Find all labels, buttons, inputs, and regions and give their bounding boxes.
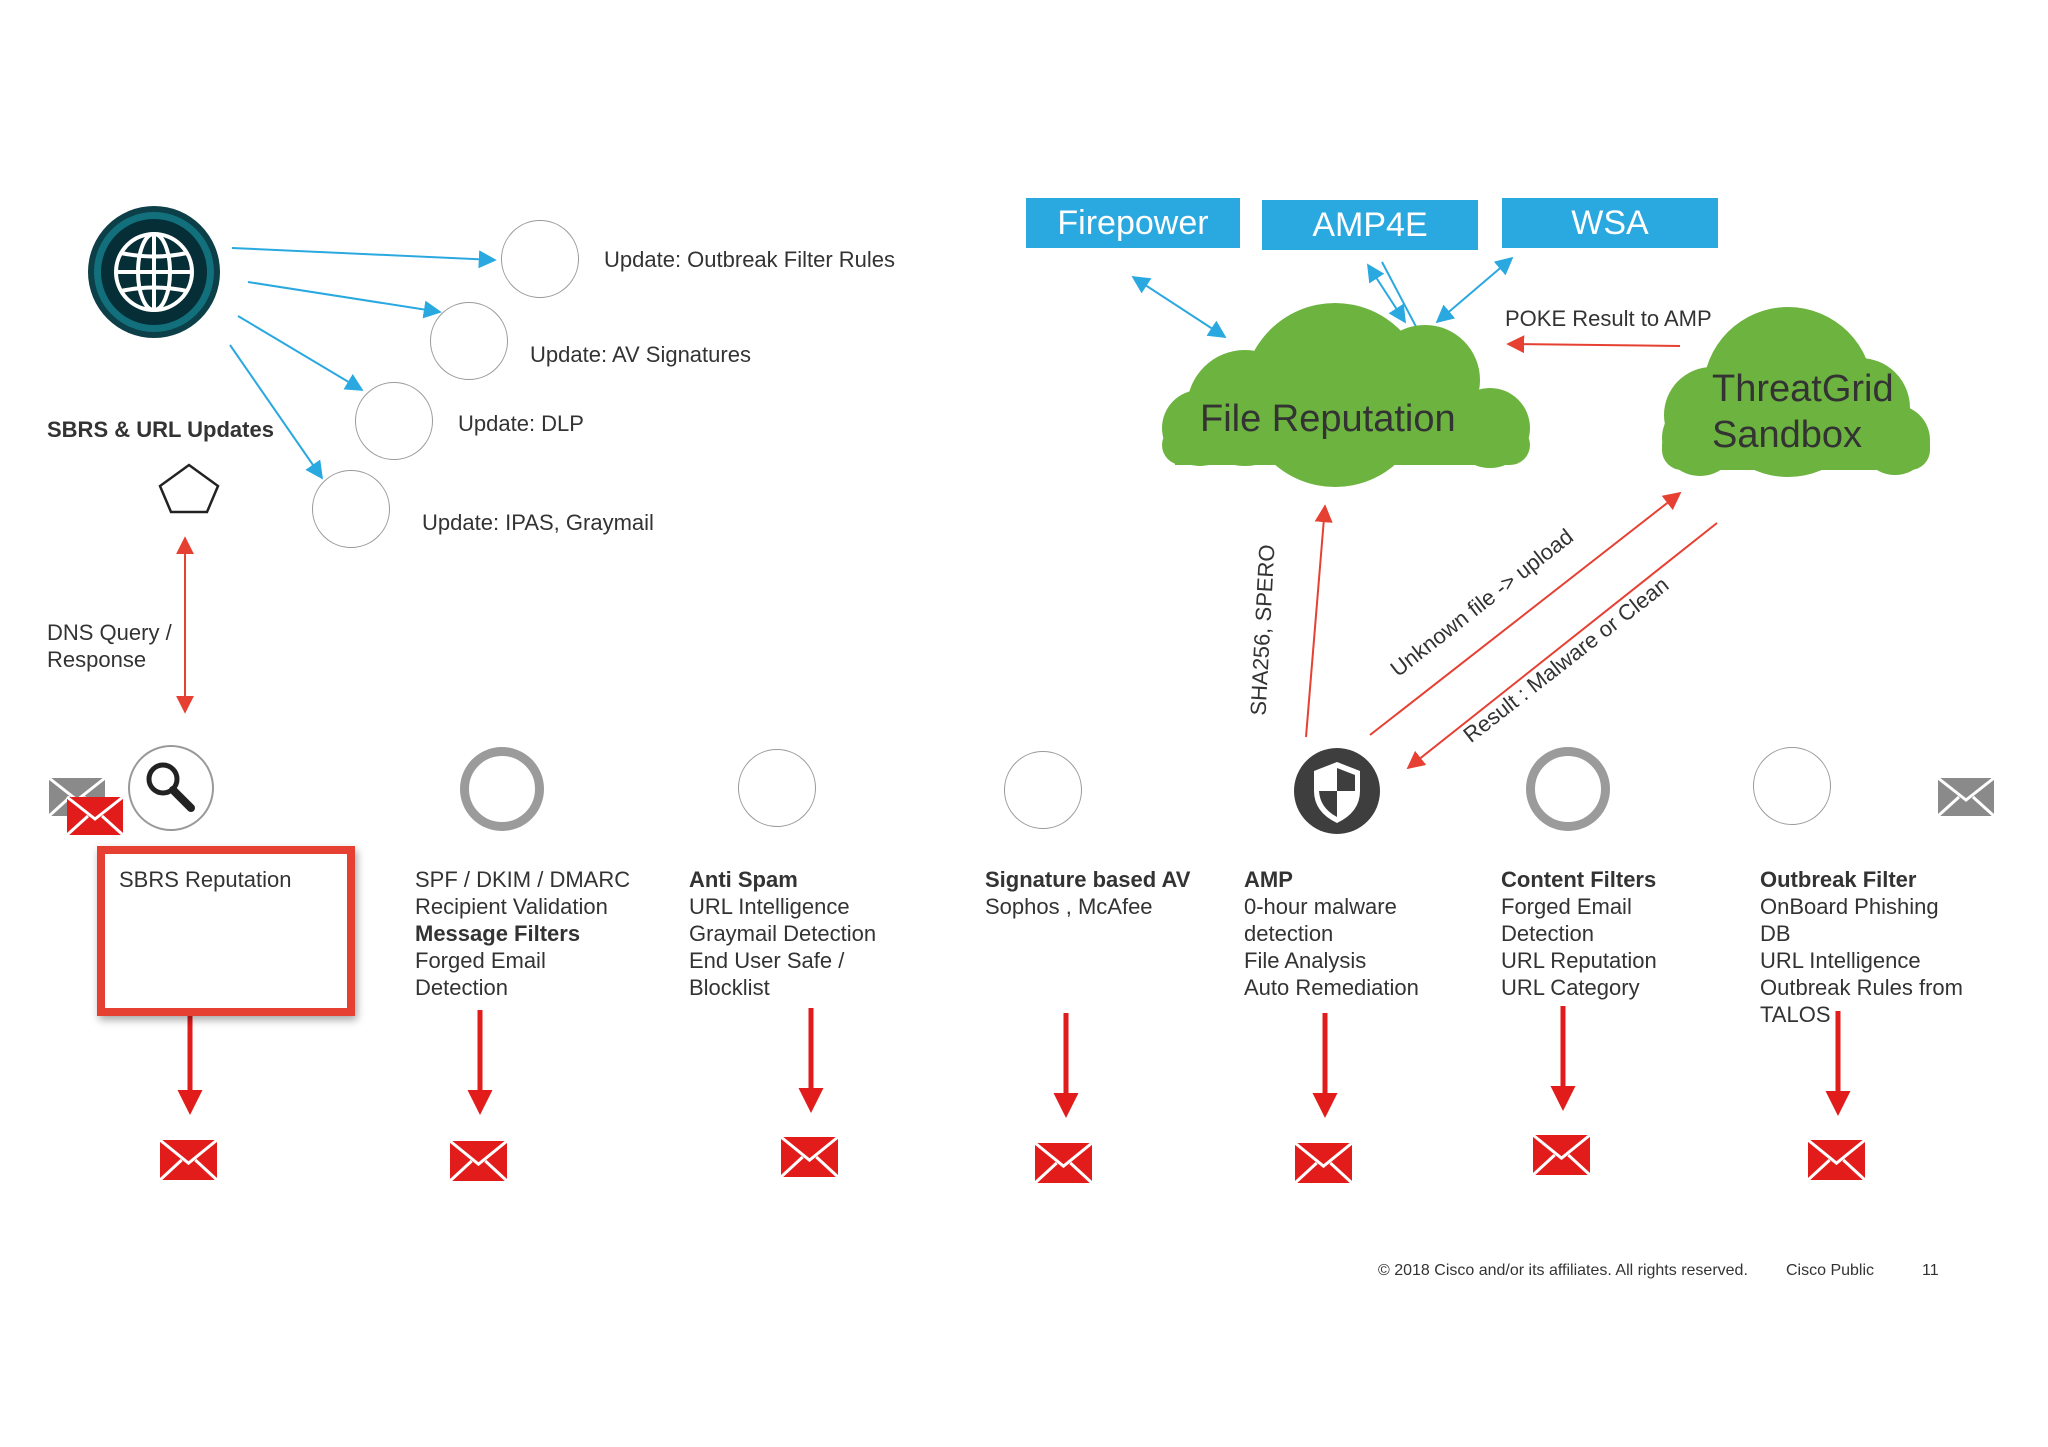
stage-ring-icon bbox=[460, 747, 544, 831]
update-label: Update: Outbreak Filter Rules bbox=[604, 247, 896, 272]
gears-icon bbox=[501, 220, 579, 298]
stage-line: SBRS Reputation bbox=[119, 867, 292, 892]
footer-page-number: 11 bbox=[1922, 1262, 1939, 1279]
stage-line: DB bbox=[1760, 921, 1791, 946]
stage-line: Recipient Validation bbox=[415, 894, 608, 919]
envelope-icon bbox=[779, 1135, 840, 1179]
arrow-sha-spero bbox=[1305, 504, 1333, 738]
arrow-ipas-graymail bbox=[229, 344, 324, 480]
envelope-icon bbox=[448, 1139, 509, 1183]
stage-line: Detection bbox=[415, 975, 508, 1000]
gears-icon bbox=[355, 382, 433, 460]
gears-icon bbox=[312, 470, 390, 548]
stage-line: Auto Remediation bbox=[1244, 975, 1419, 1000]
poke-label: POKE Result to AMP bbox=[1505, 306, 1712, 331]
gears-icon bbox=[738, 749, 816, 827]
pentagon-icon bbox=[158, 463, 220, 514]
file-reputation-label: File Reputation bbox=[1200, 398, 1456, 440]
dns-label-line: Response bbox=[47, 647, 147, 672]
envelope-icon bbox=[1293, 1141, 1354, 1185]
stage-line: Forged Email bbox=[415, 948, 546, 973]
gears-icon bbox=[1753, 747, 1831, 825]
gears-icon bbox=[1004, 751, 1082, 829]
stage-line: Graymail Detection bbox=[689, 921, 877, 946]
shield-icon bbox=[1294, 748, 1380, 834]
sandbox-label-line: Sandbox bbox=[1712, 414, 1863, 456]
envelope-icon bbox=[158, 1138, 219, 1182]
product-firepower: Firepower bbox=[1026, 198, 1240, 248]
stage-line: OnBoard Phishing bbox=[1760, 894, 1939, 919]
stage-line: detection bbox=[1244, 921, 1334, 946]
arrow-poke bbox=[1506, 335, 1681, 354]
magnifier-icon[interactable] bbox=[128, 745, 214, 831]
stage-line: Detection bbox=[1501, 921, 1594, 946]
stage-line: Forged Email bbox=[1501, 894, 1632, 919]
gears-icon bbox=[430, 302, 508, 380]
arrow-result bbox=[1406, 522, 1718, 770]
envelope-icon bbox=[1531, 1133, 1592, 1177]
stage-line: URL Intelligence bbox=[1760, 948, 1921, 973]
stage-line: File Analysis bbox=[1244, 948, 1367, 973]
envelope-icon bbox=[1806, 1138, 1867, 1182]
stage-line: URL Category bbox=[1501, 975, 1640, 1000]
arrow-unknown-upload bbox=[1369, 491, 1682, 736]
dns-label-line: DNS Query / bbox=[47, 620, 172, 645]
stage-line: Sophos , McAfee bbox=[985, 894, 1153, 919]
stage-line: 0-hour malware bbox=[1244, 894, 1397, 919]
arrow-wsa-file-rep bbox=[1435, 256, 1514, 324]
stage-line: URL Intelligence bbox=[689, 894, 850, 919]
footer-copyright: © 2018 Cisco and/or its affiliates. All … bbox=[1378, 1262, 1748, 1279]
stage-line: Signature based AV bbox=[985, 867, 1191, 892]
arrow-firepower-file-rep bbox=[1131, 276, 1227, 338]
arrow-amp4e-file-rep bbox=[1367, 263, 1406, 324]
update-label: Update: AV Signatures bbox=[530, 342, 751, 367]
stage-line: Blocklist bbox=[689, 975, 770, 1000]
sbrs-highlight-box bbox=[97, 846, 355, 1016]
arrow-outbreak-rules bbox=[231, 247, 497, 269]
stage-line: Message Filters bbox=[415, 921, 581, 946]
globe-icon bbox=[88, 206, 220, 338]
stage-line: SPF / DKIM / DMARC bbox=[415, 867, 631, 892]
envelope-icon bbox=[1936, 776, 1996, 818]
stage-line: Content Filters bbox=[1501, 867, 1657, 892]
cloud-threatgrid-sandbox bbox=[1662, 307, 1930, 477]
stage-ring-icon bbox=[1526, 747, 1610, 831]
product-amp4e: AMP4E bbox=[1262, 200, 1478, 250]
envelope-icon bbox=[1033, 1141, 1094, 1185]
stage-line: TALOS bbox=[1760, 1002, 1831, 1027]
footer-classification: Cisco Public bbox=[1786, 1262, 1875, 1279]
stage-line: URL Reputation bbox=[1501, 948, 1657, 973]
stage-line: Outbreak Filter bbox=[1760, 867, 1917, 892]
update-label: Update: DLP bbox=[458, 411, 584, 436]
sandbox-label-line: ThreatGrid bbox=[1712, 368, 1894, 410]
update-label: Update: IPAS, Graymail bbox=[422, 510, 654, 535]
stage-line: Anti Spam bbox=[689, 867, 798, 892]
product-wsa: WSA bbox=[1502, 198, 1718, 248]
stage-sbrs: SBRS Reputation bbox=[119, 866, 291, 893]
arrow-av-signatures bbox=[247, 281, 442, 319]
stage-line: AMP bbox=[1244, 867, 1293, 892]
stage-line: Outbreak Rules from bbox=[1760, 975, 1963, 1000]
sbrs-heading: SBRS & URL Updates bbox=[47, 417, 274, 442]
arrow-dlp bbox=[237, 315, 364, 391]
envelope-icon bbox=[65, 795, 125, 837]
stage-line: End User Safe / bbox=[689, 948, 845, 973]
cloud-file-reputation bbox=[1162, 303, 1530, 487]
